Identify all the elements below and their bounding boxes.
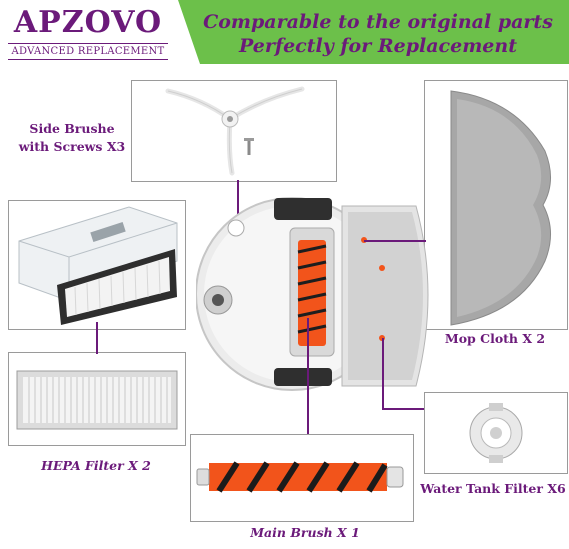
mop-cloth-box [424, 80, 568, 330]
side-brush-leader [237, 180, 239, 226]
side-brush-image [165, 86, 305, 176]
hepa-filter-image [16, 370, 178, 430]
water-tank-leader-h [382, 408, 424, 410]
dustbin-image [18, 206, 178, 325]
brand-tagline: ADVANCED REPLACEMENT [8, 43, 168, 60]
side-brush-label-line-1: Side Brushe [29, 121, 115, 136]
side-brush-label-line-2: with Screws X3 [18, 139, 126, 154]
headline: Comparable to the original parts Perfect… [198, 10, 558, 58]
side-brush-label: Side Brushe with Screws X3 [12, 120, 132, 156]
headline-banner [178, 0, 569, 64]
screw-icon [244, 138, 254, 155]
main-brush-box [190, 434, 414, 522]
main-brush-label: Main Brush X 1 [250, 525, 360, 540]
brand-name: APZOVO [13, 5, 163, 40]
mop-cloth-image [450, 90, 551, 326]
main-brush-image [196, 461, 404, 493]
water-tank-filter-box [424, 392, 568, 474]
hepa-filter-label: HEPA Filter X 2 [41, 458, 151, 473]
headline-line-1: Comparable to the original parts [203, 11, 553, 33]
main-brush-leader [307, 318, 309, 434]
water-tank-filter-image [469, 403, 523, 463]
robot-vacuum-image [196, 197, 429, 391]
brand-logo: APZOVO ADVANCED REPLACEMENT [8, 6, 168, 60]
water-tank-leader-v [382, 338, 384, 408]
side-brush-box [131, 80, 337, 182]
dustbin-box [8, 200, 186, 330]
hepa-filter-box [8, 352, 186, 446]
water-tank-filter-label: Water Tank Filter X6 [420, 481, 566, 496]
mop-cloth-leader [364, 240, 426, 242]
headline-line-2: Perfectly for Replacement [239, 35, 517, 57]
hepa-filter-leader [96, 322, 98, 354]
mop-cloth-label: Mop Cloth X 2 [444, 331, 546, 346]
